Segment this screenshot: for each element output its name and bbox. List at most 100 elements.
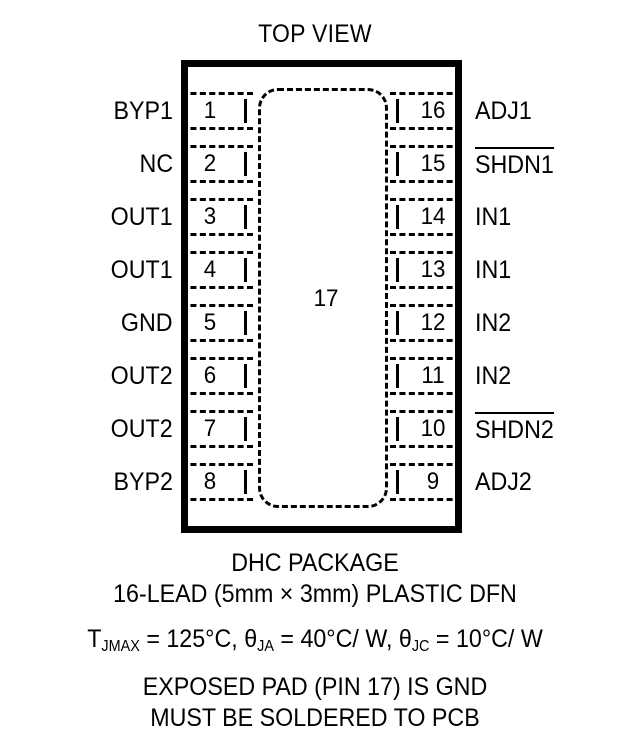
- lead-tip-mark: [396, 417, 399, 441]
- pin-number: 11: [421, 362, 445, 389]
- pin-lead: 1: [181, 92, 253, 130]
- lead-tip-mark: [244, 258, 247, 282]
- lead-line-top: [181, 198, 253, 201]
- lead-line-top: [181, 304, 253, 307]
- lead-tip-mark: [396, 311, 399, 335]
- exposed-pad-note-2: MUST BE SOLDERED TO PCB: [150, 704, 480, 732]
- pin-label-out2-7: OUT2: [110, 415, 173, 443]
- lead-line-bottom: [390, 392, 462, 395]
- lead-tip-mark: [396, 152, 399, 176]
- pin-number: 16: [420, 97, 446, 124]
- lead-line-bottom: [390, 339, 462, 342]
- lead-tip-mark: [396, 364, 399, 388]
- pin-lead: 11: [390, 357, 462, 395]
- lead-line-bottom: [181, 339, 253, 342]
- pin-label-shdn1-15: SHDN1: [475, 147, 554, 181]
- pin-lead: 15: [390, 145, 462, 183]
- lead-line-bottom: [181, 498, 253, 501]
- lead-line-top: [390, 145, 462, 148]
- pin-number: 14: [420, 203, 446, 230]
- lead-line-top: [390, 304, 462, 307]
- pin-lead: 5: [181, 304, 253, 342]
- lead-tip-mark: [244, 311, 247, 335]
- pin-lead: 3: [181, 198, 253, 236]
- lead-tip-mark: [244, 152, 247, 176]
- theta-ja-subscript: JA: [257, 638, 274, 656]
- pin-label-gnd-5: GND: [121, 309, 173, 337]
- pin-number: 15: [420, 150, 446, 177]
- lead-line-top: [390, 92, 462, 95]
- pin-lead: 2: [181, 145, 253, 183]
- lead-line-bottom: [390, 498, 462, 501]
- lead-line-bottom: [390, 445, 462, 448]
- caption-block: DHC PACKAGE 16-LEAD (5mm × 3mm) PLASTIC …: [0, 548, 630, 734]
- lead-tip-mark: [244, 205, 247, 229]
- lead-line-bottom: [181, 127, 253, 130]
- pin-number: 4: [203, 256, 217, 283]
- pin-label-byp2-8: BYP2: [113, 468, 173, 496]
- lead-line-bottom: [390, 233, 462, 236]
- pin-number: 9: [426, 468, 440, 495]
- pin-lead: 12: [390, 304, 462, 342]
- pin-number: 3: [203, 203, 217, 230]
- pin-lead: 6: [181, 357, 253, 395]
- lead-line-top: [390, 198, 462, 201]
- pin-number: 5: [203, 309, 217, 336]
- pin-label-shdn2-10: SHDN2: [475, 412, 554, 446]
- theta-jc-value: = 10°C/ W: [429, 625, 543, 653]
- pin-number: 6: [203, 362, 217, 389]
- lead-tip-mark: [244, 364, 247, 388]
- package-body-outline: [181, 60, 462, 533]
- pin-label-in2-11: IN2: [475, 362, 512, 390]
- tjmax-symbol: T: [87, 625, 102, 653]
- pin-lead: 14: [390, 198, 462, 236]
- pin-label-byp1-1: BYP1: [113, 97, 173, 125]
- pin-number: 13: [420, 256, 446, 283]
- package-name: DHC PACKAGE: [231, 549, 399, 577]
- lead-line-bottom: [181, 392, 253, 395]
- lead-line-bottom: [181, 286, 253, 289]
- lead-tip-mark: [396, 205, 399, 229]
- lead-line-top: [390, 357, 462, 360]
- pin-lead: 8: [181, 463, 253, 501]
- exposed-pad-number: 17: [313, 285, 339, 312]
- pin-label-out1-4: OUT1: [110, 256, 173, 284]
- pin-lead: 7: [181, 410, 253, 448]
- pin-lead: 16: [390, 92, 462, 130]
- pin-number: 2: [203, 150, 217, 177]
- pin-number: 1: [203, 97, 217, 124]
- theta-ja-value: = 40°C/ W,: [273, 625, 399, 653]
- lead-line-top: [181, 463, 253, 466]
- pin-number: 10: [420, 415, 446, 442]
- exposed-pad-outline: 17: [258, 88, 388, 508]
- lead-tip-mark: [396, 258, 399, 282]
- lead-tip-mark: [244, 417, 247, 441]
- lead-tip-mark: [396, 470, 399, 494]
- lead-line-top: [181, 251, 253, 254]
- pin-label-in1-13: IN1: [475, 256, 512, 284]
- pin-label-in2-12: IN2: [475, 309, 512, 337]
- pin-label-nc-2: NC: [139, 150, 173, 178]
- lead-tip-mark: [396, 99, 399, 123]
- page-title: TOP VIEW: [258, 20, 372, 48]
- lead-line-bottom: [181, 445, 253, 448]
- pin-number: 12: [420, 309, 446, 336]
- pin-label-adj2-9: ADJ2: [475, 468, 532, 496]
- exposed-pad-note-1: EXPOSED PAD (PIN 17) IS GND: [142, 673, 488, 701]
- lead-line-bottom: [390, 127, 462, 130]
- theta-ja-symbol: θ: [244, 625, 258, 653]
- pin-lead: 4: [181, 251, 253, 289]
- lead-line-top: [181, 92, 253, 95]
- pin-lead: 13: [390, 251, 462, 289]
- active-low-overline: SHDN1: [475, 147, 554, 180]
- pin-label-out2-6: OUT2: [110, 362, 173, 390]
- package-description: 16-LEAD (5mm × 3mm) PLASTIC DFN: [113, 580, 517, 608]
- lead-line-bottom: [181, 180, 253, 183]
- lead-tip-mark: [244, 470, 247, 494]
- lead-line-top: [181, 145, 253, 148]
- pin-lead: 9: [390, 463, 462, 501]
- lead-tip-mark: [244, 99, 247, 123]
- lead-line-top: [390, 251, 462, 254]
